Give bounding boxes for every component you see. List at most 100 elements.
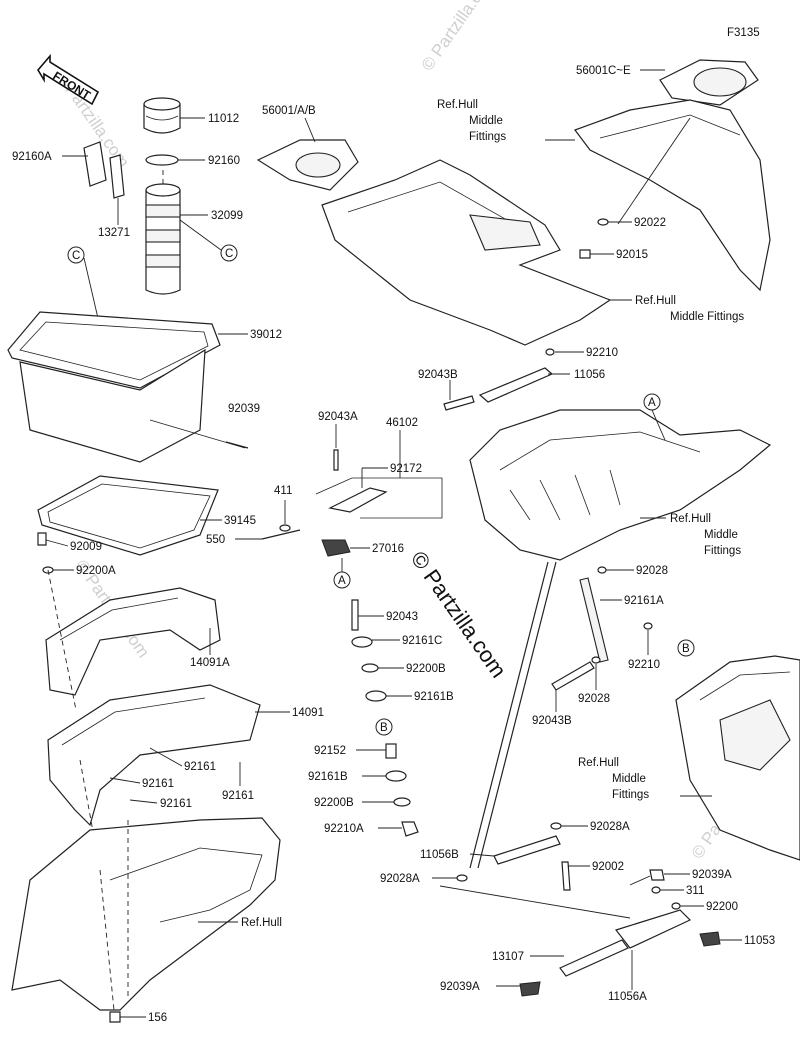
post-92043 — [351, 599, 359, 631]
label-92161B: 92161B — [308, 771, 348, 783]
bolt-156 — [109, 1011, 121, 1023]
label-92015: 92015 — [616, 249, 648, 261]
figure-code: F3135 — [727, 27, 760, 39]
ref-label-line: Ref.Hull — [670, 513, 711, 525]
label-92161C: 92161C — [402, 635, 442, 647]
bolt-92043B — [551, 661, 595, 691]
label-92039A: 92039A — [692, 869, 732, 881]
label-92210: 92210 — [586, 347, 618, 359]
nut-92028A — [550, 822, 562, 830]
gasket-39145 — [37, 475, 219, 556]
washer-411 — [279, 524, 291, 532]
nut-92028 — [597, 566, 607, 574]
nut-92210 — [643, 622, 653, 630]
label-92043A: 92043A — [318, 411, 358, 423]
knob-11053 — [699, 931, 721, 947]
label-92161: 92161 — [184, 761, 216, 773]
label-13107: 13107 — [492, 951, 524, 963]
label-92161: 92161 — [142, 778, 174, 790]
mirror-56001CE — [659, 59, 759, 106]
middle-tray — [469, 409, 772, 561]
label-39012: 39012 — [250, 329, 282, 341]
bolt-92043A — [333, 449, 339, 471]
callout-b — [375, 718, 393, 736]
label-11056: 11056 — [574, 369, 605, 381]
label-14091A: 14091A — [190, 657, 230, 669]
label-92043: 92043 — [386, 611, 418, 623]
callout-a-label: A — [338, 575, 346, 587]
label-92161A: 92161A — [624, 595, 664, 607]
storage-bin-39012 — [7, 311, 221, 463]
lever-92172 — [328, 487, 388, 513]
label-92043B: 92043B — [532, 715, 572, 727]
label-56001AB: 56001/A/B — [262, 105, 316, 117]
assembly-46102-bracket — [315, 477, 443, 519]
label-411: 411 — [274, 485, 292, 497]
callout-c — [67, 246, 85, 264]
nut-92028A — [456, 874, 468, 882]
label-32099: 32099 — [211, 210, 243, 222]
nut-92210 — [545, 348, 555, 356]
washer-92022 — [597, 218, 609, 226]
label-92028: 92028 — [636, 565, 668, 577]
bracket-11056 — [478, 367, 554, 403]
bracket-92160A — [83, 141, 107, 187]
label-92210A: 92210A — [324, 823, 364, 835]
label-11056A: 11056A — [608, 991, 647, 1003]
label-92028: 92028 — [578, 693, 610, 705]
label-92152: 92152 — [314, 745, 346, 757]
nut-92028 — [591, 656, 601, 664]
label-92160: 92160 — [208, 155, 240, 167]
ref-label-line: Fittings — [469, 131, 506, 143]
shaft-13107 — [559, 939, 629, 977]
rod — [469, 561, 549, 869]
ref-label-line: Middle Fittings — [670, 311, 744, 323]
label-46102: 46102 — [386, 417, 418, 429]
label-92039: 92039 — [228, 403, 260, 415]
washer-92200B — [393, 797, 411, 807]
part-labels: 11012 92160 92160A 13271 32099 39012 920… — [12, 65, 775, 1024]
cap-11012 — [143, 97, 181, 134]
label-550: 550 — [206, 534, 225, 546]
nut-92015 — [579, 249, 591, 259]
spring-92161A — [579, 577, 609, 663]
knob-27016 — [321, 539, 351, 557]
middle-fitting-panel-top — [321, 159, 612, 346]
bushing-92161C — [351, 636, 373, 648]
watermark-center: © Partzilla.com — [406, 547, 512, 683]
pin-311 — [651, 886, 661, 894]
ref-label-line: Ref.Hull — [437, 99, 478, 111]
panel-14091A — [45, 569, 221, 711]
ref-label-line: Middle — [612, 773, 646, 785]
label-56001CE: 56001C~E — [576, 65, 631, 77]
label-92043B: 92043B — [418, 369, 458, 381]
hull-bottom-left — [11, 817, 281, 1011]
callout-b-label: B — [380, 722, 388, 734]
ring-92160 — [145, 154, 179, 166]
ref-label-line: Ref.Hull — [635, 295, 676, 307]
label-92161B: 92161B — [414, 691, 454, 703]
label-92160A: 92160A — [12, 151, 52, 163]
watermark: © Partzilla.com — [418, 0, 499, 74]
bolt-92039A — [519, 981, 541, 997]
label-156: 156 — [148, 1012, 167, 1024]
label-92161: 92161 — [222, 790, 254, 802]
label-11053: 11053 — [744, 935, 775, 947]
label-92200A: 92200A — [76, 565, 116, 577]
label-13271: 13271 — [98, 227, 130, 239]
bolt-92039A — [649, 869, 665, 881]
bushing-92161B — [385, 770, 407, 782]
label-311: 311 — [686, 885, 704, 897]
label-92200B: 92200B — [314, 797, 354, 809]
label-92172: 92172 — [390, 463, 422, 475]
callout-a-label: A — [648, 397, 656, 409]
mirror-56001AB — [256, 139, 359, 191]
nut-92210A — [401, 821, 419, 837]
bolt-92039 — [225, 441, 249, 449]
label-27016: 27016 — [372, 543, 404, 555]
label-92200: 92200 — [706, 901, 738, 913]
bolt-92043B — [443, 395, 475, 411]
label-11012: 11012 — [208, 113, 239, 125]
ref-label-line: Middle — [704, 529, 738, 541]
